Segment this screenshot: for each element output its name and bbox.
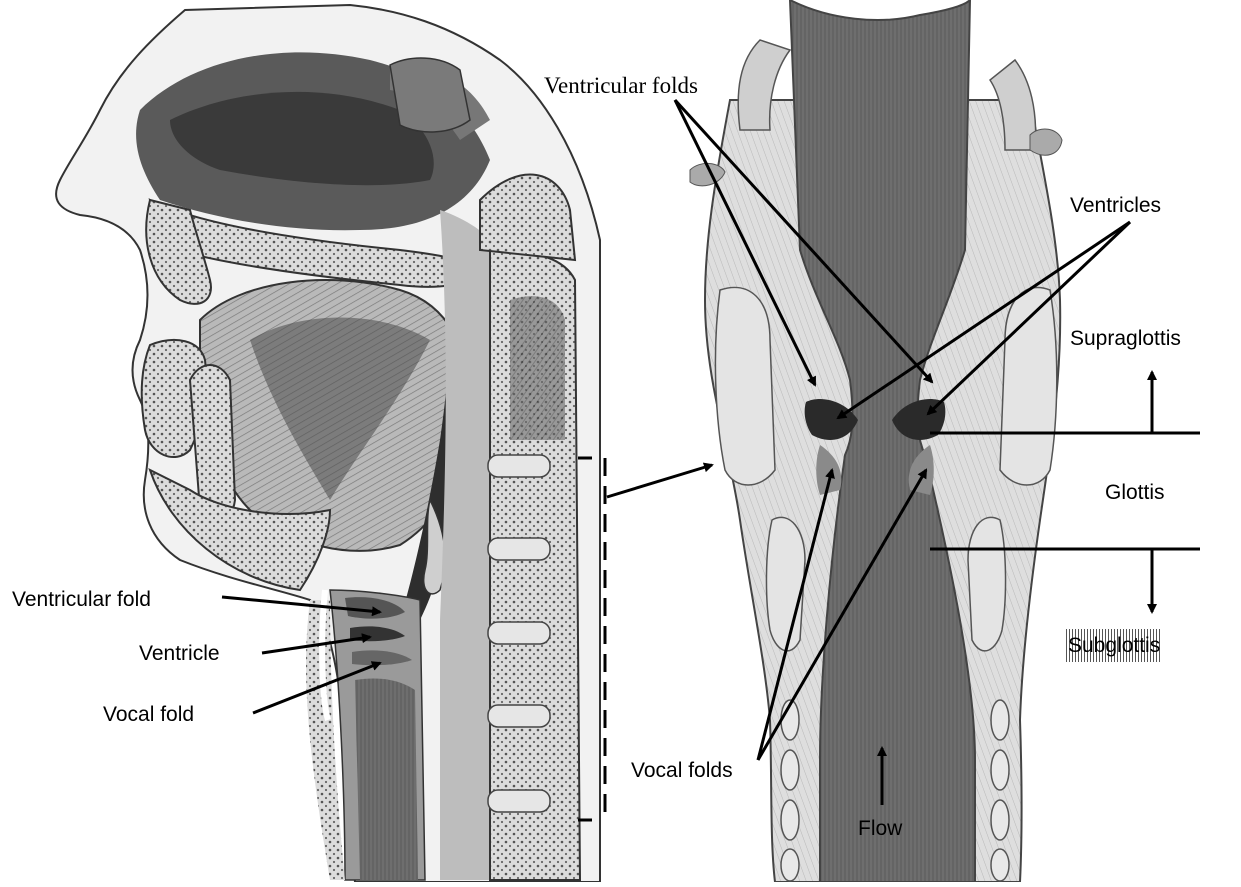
label-subglottis: Subglottis	[1066, 629, 1162, 662]
label-ventricular-fold: Ventricular fold	[12, 589, 151, 610]
coronal-section	[690, 0, 1200, 882]
cricoid-right	[968, 517, 1006, 651]
label-vocal-fold: Vocal fold	[103, 704, 194, 725]
bracket-arrow	[607, 465, 712, 497]
label-ventricles: Ventricles	[1070, 195, 1161, 216]
label-ventricle: Ventricle	[139, 643, 220, 664]
sagittal-section	[56, 5, 600, 882]
spine	[440, 175, 580, 880]
label-glottis: Glottis	[1105, 482, 1165, 503]
label-flow: Flow	[858, 818, 902, 839]
label-supraglottis: Supraglottis	[1070, 328, 1181, 349]
thyroid-cartilage-left	[715, 287, 775, 485]
label-ventricular-folds: Ventricular folds	[544, 74, 698, 97]
cricoid-left	[766, 517, 805, 651]
label-vocal-folds: Vocal folds	[631, 760, 733, 781]
